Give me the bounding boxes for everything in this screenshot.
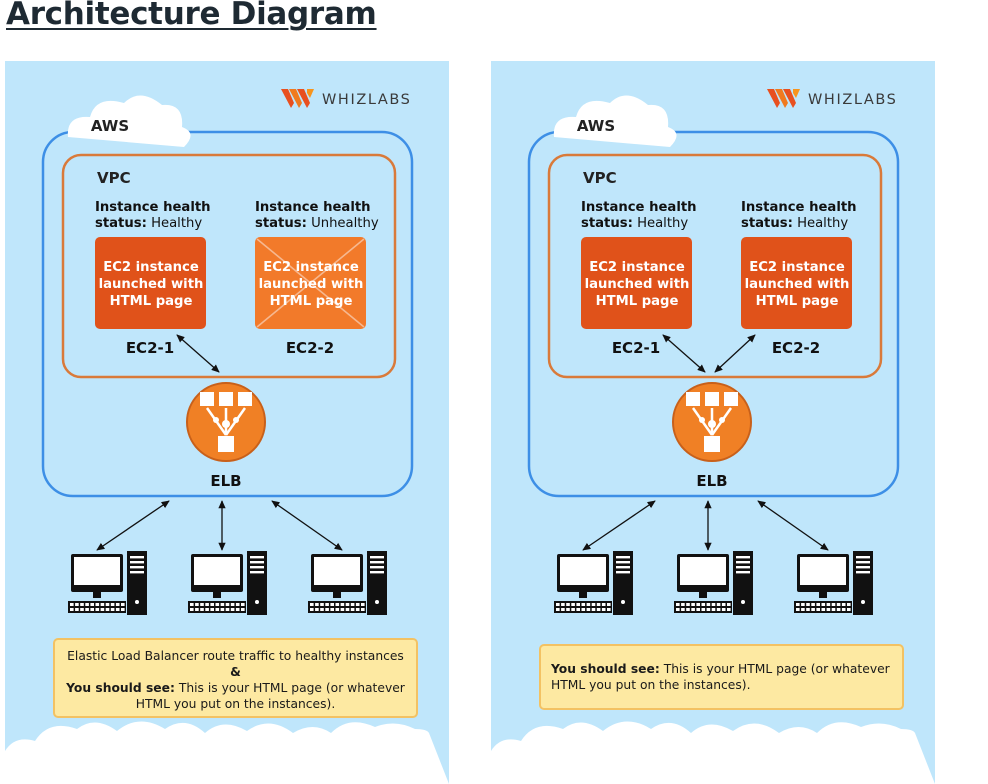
arrow-elb-client-1: [582, 500, 656, 551]
aws-cloud-icon: [67, 95, 191, 147]
instance-health-status: status: Unhealthy: [255, 216, 379, 231]
aws-boundary: [527, 130, 900, 498]
ec2-box: [741, 237, 852, 329]
info-note: Elastic Load Balancer route traffic to h…: [53, 638, 418, 718]
whizlabs-logo: WHIZLABS: [767, 89, 897, 108]
ec2-box-text: EC2 instance: [589, 260, 685, 275]
ec2-box-text: launched with: [259, 277, 364, 292]
whizlabs-logo-text: WHIZLABS: [322, 92, 411, 108]
vpc-label: VPC: [97, 169, 131, 187]
computer-icon: [674, 551, 753, 615]
page-title: Architecture Diagram: [6, 0, 377, 32]
note-ampersand: &: [230, 665, 241, 679]
computer-icon: [794, 551, 873, 615]
instance-health-heading: Instance health: [581, 200, 697, 215]
whizlabs-logo-text: WHIZLABS: [808, 92, 897, 108]
note-bold-label: You should see:: [66, 681, 175, 695]
note-text: This is your HTML page (or whatever HTML…: [551, 662, 890, 692]
arrow-ec2-1-elb: [662, 334, 706, 373]
arrow-ec2-1-elb: [176, 334, 220, 373]
aws-label: AWS: [91, 117, 129, 135]
aws-boundary: [41, 130, 414, 498]
aws-cloud-icon: [553, 95, 677, 147]
bottom-clouds: [491, 721, 935, 784]
arrow-elb-client-3: [757, 500, 829, 551]
note-text: This is your HTML page (or whatever HTML…: [135, 681, 405, 711]
vpc-boundary: [547, 153, 883, 379]
elb-label: ELB: [210, 472, 241, 490]
info-note: You should see: This is your HTML page (…: [539, 644, 904, 710]
ec2-box-text: launched with: [99, 277, 204, 292]
elb-label: ELB: [696, 472, 727, 490]
arrow-elb-client-1: [96, 500, 170, 551]
vpc-boundary: [61, 153, 397, 379]
note-line: Elastic Load Balancer route traffic to h…: [67, 649, 404, 663]
bottom-clouds: [5, 721, 449, 784]
ec2-box-text: launched with: [585, 277, 690, 292]
computer-icon: [68, 551, 147, 615]
instance-health-status: status: Healthy: [581, 216, 688, 231]
arrow-ec2-2-elb: [714, 334, 756, 373]
vpc-label: VPC: [583, 169, 617, 187]
instance-health-status: status: Healthy: [95, 216, 202, 231]
ec2-box-text: EC2 instance: [749, 260, 845, 275]
aws-label: AWS: [577, 117, 615, 135]
elb-icon: [672, 382, 752, 462]
ec2-box-text: HTML page: [270, 294, 353, 309]
ec2-box-text: EC2 instance: [103, 260, 199, 275]
computer-icon: [188, 551, 267, 615]
ec2-name-label: EC2-1: [612, 339, 660, 357]
computer-icon: [554, 551, 633, 615]
ec2-name-label: EC2-1: [126, 339, 174, 357]
ec2-box: [95, 237, 206, 329]
ec2-box-text: EC2 instance: [263, 260, 359, 275]
ec2-box: [581, 237, 692, 329]
ec2-name-label: EC2-2: [772, 339, 820, 357]
note-bold-label: You should see:: [551, 662, 660, 676]
instance-health-heading: Instance health: [95, 200, 211, 215]
instance-health-heading: Instance health: [741, 200, 857, 215]
ec2-box-text: launched with: [745, 277, 850, 292]
ec2-name-label: EC2-2: [286, 339, 334, 357]
instance-health-status: status: Healthy: [741, 216, 848, 231]
elb-icon: [186, 382, 266, 462]
computer-icon: [308, 551, 387, 615]
ec2-box-text: HTML page: [110, 294, 193, 309]
whizlabs-logo: WHIZLABS: [281, 89, 411, 108]
instance-health-heading: Instance health: [255, 200, 371, 215]
ec2-box-text: HTML page: [596, 294, 679, 309]
ec2-box-text: HTML page: [756, 294, 839, 309]
arrow-elb-client-3: [271, 500, 343, 551]
